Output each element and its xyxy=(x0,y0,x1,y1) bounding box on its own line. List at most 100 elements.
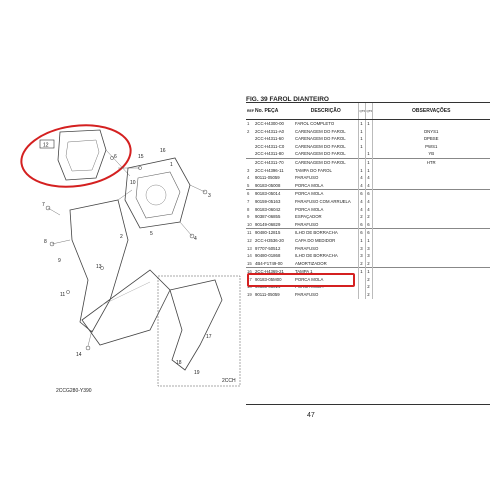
diagram-label: 15 xyxy=(138,154,144,160)
row-part-no: 90183-06042 xyxy=(255,206,281,212)
row-ref xyxy=(246,143,254,151)
row-qty-1: 4 xyxy=(357,181,365,190)
row-qty-1: 4 xyxy=(357,197,365,206)
row-part-no: 90183-05M00 xyxy=(255,276,282,282)
row-description: ILHO DE BORRACHA xyxy=(294,228,358,237)
row-part-no: 90159-05163 xyxy=(255,198,281,204)
row-description: PARAFUSO xyxy=(295,221,319,227)
row-qty-1: 6 xyxy=(357,228,365,237)
row-remark xyxy=(371,252,490,260)
headlight-fairing xyxy=(69,199,129,333)
row-qty-2: 6 xyxy=(364,220,372,229)
row-qty-2: 1 xyxy=(364,236,372,245)
row-ref: 2 xyxy=(247,128,250,134)
row-qty-1: 1 xyxy=(357,267,365,276)
fairing-lower-panel xyxy=(81,269,171,346)
row-ref: 12 xyxy=(247,237,252,243)
row-qty-2: 4 xyxy=(364,181,372,190)
row-description: CAPA DO MEDIDOR xyxy=(295,237,336,243)
row-part-no: 2CC-H4300-00 xyxy=(255,121,284,126)
row-part-no: 4B4-F1749-00 xyxy=(255,260,283,266)
row-ref xyxy=(246,157,254,167)
col-qty-1: QTD xyxy=(357,102,365,120)
row-qty-1: 1 xyxy=(357,142,365,151)
row-ref: 1 xyxy=(247,121,250,126)
row-remark xyxy=(371,181,490,190)
diagram-label: 19 xyxy=(194,370,200,376)
bottom-rule xyxy=(246,404,490,405)
row-qty-1: 4 xyxy=(357,205,365,214)
row-qty-2: 4 xyxy=(364,205,372,214)
col-part-no: No. PEÇA xyxy=(254,102,294,120)
row-description: PARAFUSO xyxy=(295,245,319,251)
exploded-parts-diagram: 12 1 2 3 4 5 6 7 8 9 10 11 13 14 15 16 1… xyxy=(20,124,241,394)
meter-cover-part xyxy=(57,129,107,181)
row-description: CARENAGEM DO FAROL xyxy=(295,151,346,157)
row-ref xyxy=(246,135,254,143)
diagram-label: 3 xyxy=(208,193,211,199)
diagram-label: 9 xyxy=(58,258,61,264)
row-ref: 4 xyxy=(247,175,250,181)
row-part-no: 90480-12815 xyxy=(254,228,294,237)
row-qty-1: 6 xyxy=(357,189,365,198)
figure-title: FIG. 39 FAROL DIANTEIRO xyxy=(246,96,329,103)
row-part-no: 2CC-H4396-11 xyxy=(255,167,284,173)
diagram-label: 18 xyxy=(176,360,182,366)
row-qty-2: 1 xyxy=(364,157,372,167)
row-qty-1 xyxy=(357,150,365,159)
row-qty-1: 2 xyxy=(357,213,365,221)
row-description: AMORTIZADOR xyxy=(295,260,327,266)
row-qty-1: 1 xyxy=(357,127,365,136)
row-description: ESPAÇADOR xyxy=(295,214,322,220)
diagram-label: 14 xyxy=(76,352,82,358)
row-description: CARENAGEM DO FAROL xyxy=(295,128,346,134)
diagram-label: 8 xyxy=(44,239,47,245)
row-qty-2: 2 xyxy=(364,213,372,221)
row-remark xyxy=(371,166,490,175)
row-qty-2: 2 xyxy=(364,291,372,299)
row-part-no: 90387-06855 xyxy=(255,214,281,220)
row-description: PORCA MOLA xyxy=(295,206,324,212)
col-remarks: OBSERVAÇÕES xyxy=(371,102,490,120)
diagram-label: 2 xyxy=(120,234,123,240)
col-ref: REF. NO. xyxy=(246,102,254,120)
row-description: TAMPA DO FAROL xyxy=(295,167,332,173)
row-qty-1: 1 xyxy=(357,236,365,245)
row-part-no: 2CC-H4311-70 xyxy=(254,157,294,167)
row-qty-2: 1 xyxy=(364,267,372,276)
row-remark xyxy=(371,291,490,299)
row-part-no: 2CC-H4311-C0 xyxy=(255,143,285,149)
row-ref: 16 xyxy=(246,267,254,276)
row-description: PARAFUSO COM ARRUELA xyxy=(295,198,351,204)
row-qty-2: 1 xyxy=(364,150,372,159)
meter-cover-inner xyxy=(65,139,100,172)
row-ref: 6 xyxy=(246,189,254,198)
row-remark xyxy=(371,275,490,284)
row-qty-1 xyxy=(357,157,365,167)
row-ref: 8 xyxy=(247,206,250,212)
row-part-no: 2CC-H4311-80 xyxy=(255,151,284,157)
row-description: CARENAGEM DO FAROL xyxy=(294,157,358,167)
row-qty-1: 1 xyxy=(357,119,365,128)
row-remark xyxy=(371,228,490,237)
row-ref: 15 xyxy=(247,260,252,266)
diagram-label: 5 xyxy=(150,231,153,237)
row-qty-1: 3 xyxy=(357,252,365,260)
row-remark: YB xyxy=(371,150,490,159)
diagram-label: 10 xyxy=(130,180,136,186)
row-description: CARENAGEM DO FAROL xyxy=(295,143,346,149)
row-description: FAROL COMPLETO xyxy=(295,121,335,126)
row-part-no: 90183-05014 xyxy=(254,189,294,198)
highlighted-row-box xyxy=(247,273,355,287)
diagram-label: 4 xyxy=(194,236,197,242)
row-part-no: 90149-06829 xyxy=(255,221,281,227)
